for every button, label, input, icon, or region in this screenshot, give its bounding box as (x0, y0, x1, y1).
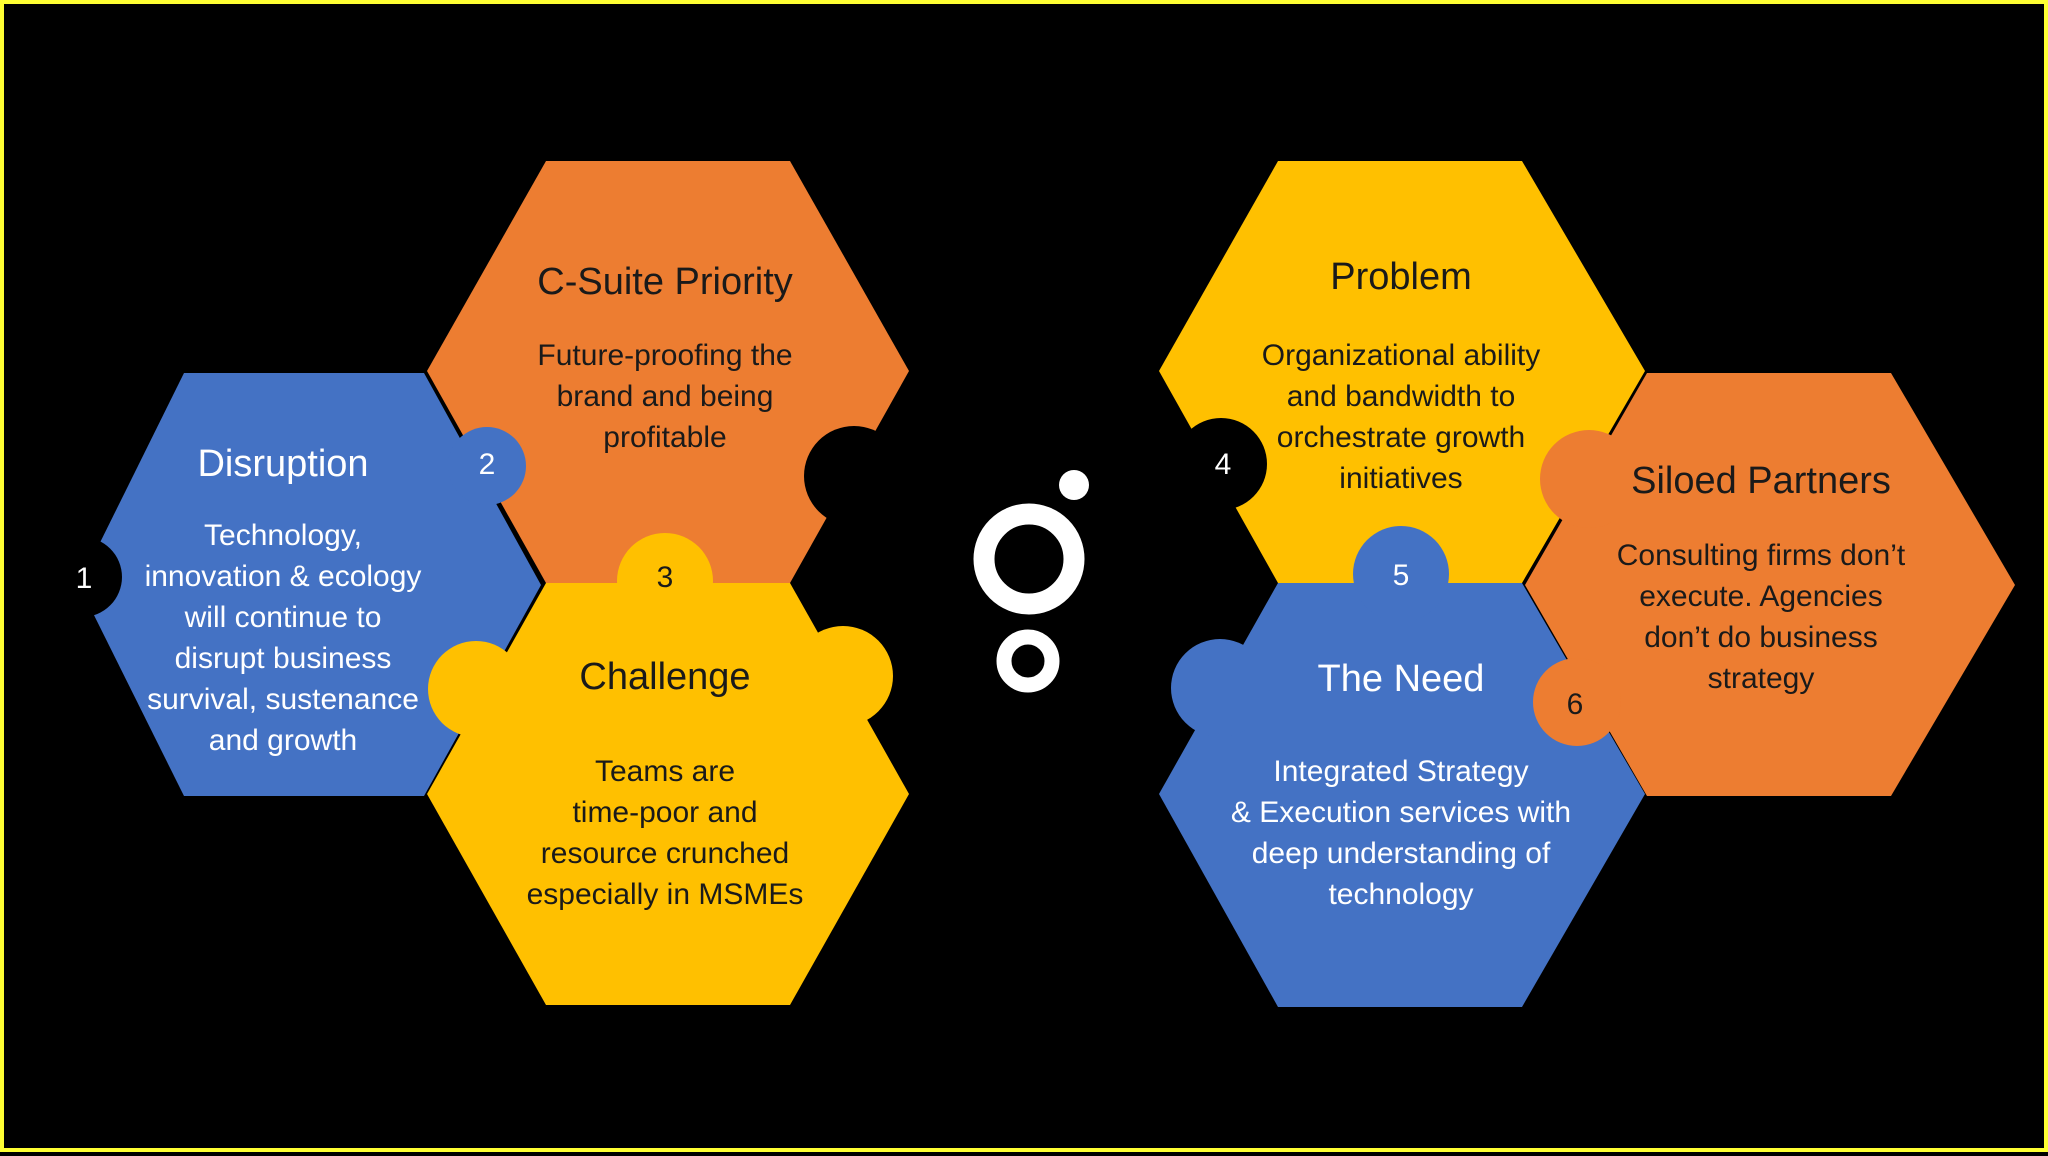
step-number-2: 2 (479, 448, 496, 481)
hexagon-title-the-need: The Need (1318, 658, 1485, 700)
hexagon-body-line: technology (1328, 878, 1473, 911)
hexagon-body-line: will continue to (184, 601, 382, 634)
hexagon-body-line: brand and being (557, 380, 774, 413)
hexagon-siloed-partners (1525, 373, 2015, 796)
hexagon-body-line: especially in MSMEs (527, 878, 804, 911)
hexagon-body-line: & Execution services with (1231, 796, 1571, 829)
hexagon-body-line: resource crunched (541, 837, 789, 870)
hexagon-body-line: and bandwidth to (1287, 380, 1516, 413)
hexagon-body-line: disrupt business (175, 642, 392, 675)
hexagon-body-line: deep understanding of (1252, 837, 1551, 870)
puzzle-tab (448, 427, 526, 505)
hexagon-the-need (1159, 526, 1645, 1007)
step-number-5: 5 (1393, 559, 1410, 592)
hexagon-shape (427, 161, 909, 583)
hexagon-shape (1159, 583, 1645, 1007)
hexagon-title-c-suite-priority: C-Suite Priority (537, 261, 793, 303)
hexagon-body-line: execute. Agencies (1639, 580, 1883, 613)
hexagon-shape (1159, 161, 1645, 583)
step-number-4: 4 (1215, 448, 1232, 481)
circles-logo-icon (973, 470, 1089, 693)
hexagon-body-line: and growth (209, 724, 357, 757)
hexagon-body-line: Future-proofing the (537, 339, 792, 372)
puzzle-notch (42, 537, 122, 617)
hexagon-body-line: orchestrate growth (1277, 421, 1525, 454)
puzzle-notch (804, 426, 904, 526)
puzzle-tab (1353, 526, 1449, 622)
hexagon-body-line: profitable (603, 421, 726, 454)
hexagon-body-line: Technology, (204, 519, 362, 552)
puzzle-tab (1533, 658, 1621, 746)
hexagon-body-line: innovation & ecology (145, 560, 422, 593)
hexagon-problem (1159, 161, 1645, 583)
hexagon-puzzle-diagram: 1 Disruption Technology, innovation & ec… (42, 161, 2015, 1007)
hexagon-body-line: survival, sustenance (147, 683, 419, 716)
step-number-3: 3 (657, 561, 674, 594)
puzzle-tab (793, 626, 893, 726)
hexagon-title-siloed-partners: Siloed Partners (1631, 460, 1891, 502)
hexagon-title-problem: Problem (1330, 256, 1472, 298)
puzzle-tab (1540, 430, 1638, 528)
hexagon-body-line: initiatives (1339, 462, 1462, 495)
step-number-1: 1 (76, 562, 93, 595)
puzzle-tab (428, 641, 524, 737)
hexagon-body-line: strategy (1708, 662, 1815, 695)
hexagon-title-challenge: Challenge (579, 656, 750, 698)
hexagon-body-line: Integrated Strategy (1273, 755, 1528, 788)
puzzle-notch (1175, 418, 1267, 510)
hexagon-body-line: Teams are (595, 755, 735, 788)
puzzle-tab (1171, 639, 1269, 737)
hexagon-shape (427, 583, 909, 1005)
hexagon-body-line: time-poor and (572, 796, 757, 829)
hexagon-body-line: don’t do business (1644, 621, 1878, 654)
hexagon-shape (1525, 373, 2015, 796)
hexagon-challenge (427, 533, 909, 1005)
hexagon-body-line: Organizational ability (1262, 339, 1540, 372)
step-number-6: 6 (1567, 688, 1584, 721)
hexagon-title-disruption: Disruption (197, 443, 368, 485)
hexagon-c-suite-priority (427, 161, 909, 583)
puzzle-tab (617, 533, 713, 629)
hexagon-shape (79, 373, 541, 796)
hexagon-body-line: Consulting firms don’t (1617, 539, 1906, 572)
